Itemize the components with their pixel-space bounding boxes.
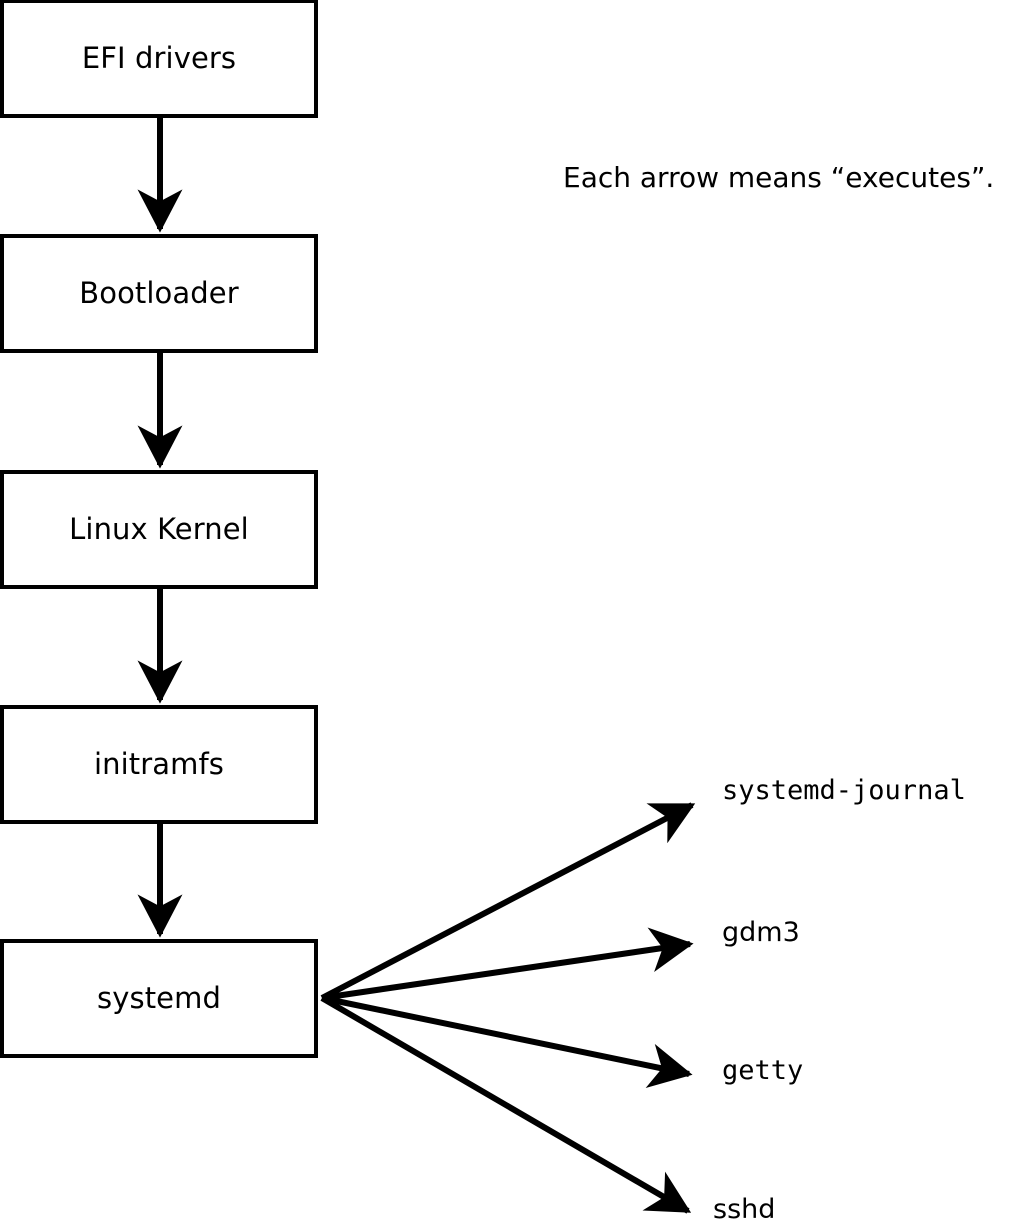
stage-box-efi-drivers[interactable]: EFI drivers (0, 0, 318, 118)
stage-label-initramfs: initramfs (93, 747, 225, 781)
stage-label-efi-drivers: EFI drivers (81, 41, 237, 75)
service-arrow-systemd-to-gdm3 (321, 927, 694, 1001)
service-label-gdm3[interactable]: gdm3 (722, 917, 800, 948)
stage-box-bootloader[interactable]: Bootloader (0, 234, 318, 353)
service-arrow-systemd-to-systemd-journal (320, 802, 696, 1001)
service-arrow-systemd-to-getty (321, 995, 693, 1089)
diagram-caption: Each arrow means “executes”. (563, 161, 995, 194)
stage-box-linux-kernel[interactable]: Linux Kernel (0, 470, 318, 589)
stage-box-initramfs[interactable]: initramfs (0, 705, 318, 824)
service-arrow-systemd-to-sshd (320, 995, 692, 1214)
stage-label-bootloader: Bootloader (79, 276, 239, 310)
service-label-sshd[interactable]: sshd (713, 1194, 776, 1225)
stage-label-linux-kernel: Linux Kernel (69, 512, 249, 546)
stage-label-systemd: systemd (97, 981, 221, 1015)
service-label-systemd-journal[interactable]: systemd-journal (722, 775, 966, 806)
stage-box-systemd[interactable]: systemd (0, 939, 318, 1058)
service-label-getty[interactable]: getty (722, 1055, 804, 1086)
